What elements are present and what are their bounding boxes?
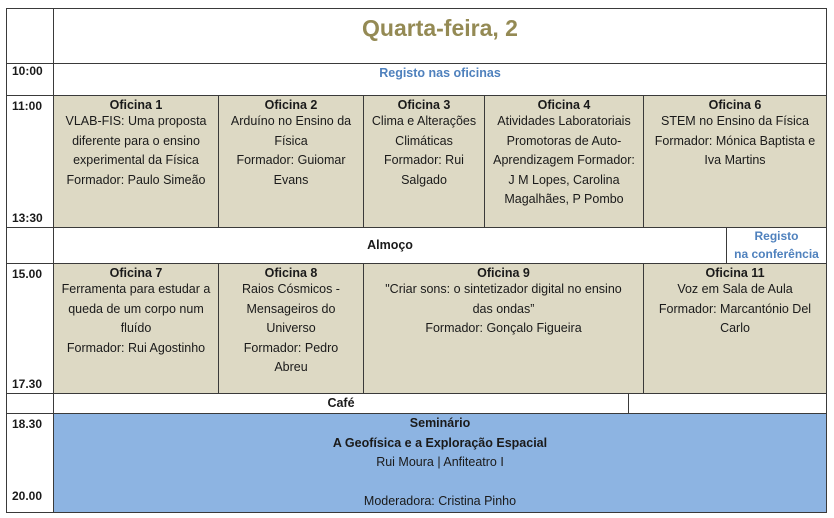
oficina-1-cell: Oficina 1 VLAB-FIS: Uma proposta diferen… <box>53 95 219 228</box>
time-1730: 17.30 <box>12 377 43 391</box>
time-1100: 11:00 <box>12 99 43 113</box>
oficina-11-line-2: Formador: Marcantónio Del <box>658 301 812 316</box>
oficina-3-title: Oficina 3 <box>397 98 451 112</box>
registo-oficinas: Registo nas oficinas <box>379 66 501 80</box>
time-cell-title <box>6 8 54 64</box>
oficina-4-line-1: Atividades Laboratoriais <box>497 114 631 128</box>
time-cell-seminario: 18.30 20.00 <box>6 413 54 513</box>
oficina-7-cell: Oficina 7 Ferramenta para estudar a qued… <box>53 263 219 394</box>
time-2000: 20.00 <box>12 489 43 503</box>
oficina-9-line-2: das ondas” <box>472 301 535 316</box>
seminario-cell: Seminário A Geofísica e a Exploração Esp… <box>53 413 827 513</box>
oficina-9-title: Oficina 9 <box>477 266 530 280</box>
oficina-6-line-3: Iva Martins <box>704 153 766 167</box>
time-cell-afternoon: 15.00 17.30 <box>6 263 54 394</box>
oficina-8-line-3: Universo <box>266 321 316 335</box>
oficina-3-cell: Oficina 3 Clima e Alterações Climáticas … <box>363 95 485 228</box>
oficina-2-line-3: Formador: Guiomar <box>236 153 346 167</box>
oficina-2-line-4: Evans <box>273 172 309 187</box>
oficina-11-line-3: Carlo <box>720 321 750 335</box>
time-cell-morning: 11:00 13:30 <box>6 95 54 228</box>
oficina-8-line-1: Raios Cósmicos - <box>242 282 340 296</box>
oficina-9-line-3: Formador: Gonçalo Figueira <box>425 321 582 335</box>
seminario-speaker: Rui Moura | Anfiteatro I <box>376 455 504 469</box>
oficina-7-line-2: queda de um corpo num <box>68 301 204 316</box>
oficina-4-line-3: Aprendizagem Formador: <box>493 153 635 167</box>
title-cell: Quarta-feira, 2 <box>53 8 827 64</box>
oficina-3-line-2: Climáticas <box>395 133 453 148</box>
cafe-cell: Café <box>53 393 629 414</box>
day-title: Quarta-feira, 2 <box>362 15 518 41</box>
oficina-4-cell: Oficina 4 Atividades Laboratoriais Promo… <box>484 95 644 228</box>
oficina-4-line-5: Magalhães, P Pombo <box>504 192 624 206</box>
oficina-1-title: Oficina 1 <box>109 98 163 112</box>
almoco-label: Almoço <box>367 238 413 252</box>
registo-conferencia-cell: Registo na conferência <box>726 227 827 264</box>
registo-conferencia-line-2: na conferência <box>734 247 819 261</box>
oficina-6-line-2: Formador: Mónica Baptista e <box>654 133 816 148</box>
oficina-6-line-1: STEM no Ensino da Física <box>661 114 809 128</box>
oficina-4-title: Oficina 4 <box>537 98 591 112</box>
time-cell-almoco <box>6 227 54 264</box>
time-1330: 13:30 <box>12 211 43 225</box>
oficina-7-line-3: fluído <box>120 321 152 335</box>
oficina-11-cell: Oficina 11 Voz em Sala de Aula Formador:… <box>643 263 827 394</box>
oficina-2-cell: Oficina 2 Arduíno no Ensino da Física Fo… <box>218 95 364 228</box>
oficina-2-line-2: Física <box>274 133 308 148</box>
oficina-7-line-1: Ferramenta para estudar a <box>61 282 211 296</box>
oficina-6-title: Oficina 6 <box>708 98 762 112</box>
cafe-label: Café <box>327 396 355 410</box>
oficina-8-line-4: Formador: Pedro <box>243 340 339 355</box>
oficina-8-line-2: Mensageiros do <box>246 301 336 316</box>
time-cell-cafe <box>6 393 54 414</box>
oficina-3-line-1: Clima e Alterações <box>371 114 477 128</box>
oficina-9-line-1: "Criar sons: o sintetizador digital no e… <box>385 282 622 296</box>
almoco-cell: Almoço <box>53 227 727 264</box>
time-1830: 18.30 <box>12 417 43 431</box>
time-cell-1000: 10:00 <box>6 63 54 96</box>
cafe-empty-cell <box>628 393 827 414</box>
oficina-9-cell: Oficina 9 "Criar sons: o sintetizador di… <box>363 263 644 394</box>
oficina-8-line-5: Abreu <box>274 360 308 374</box>
oficina-2-line-1: Arduíno no Ensino da <box>230 114 352 128</box>
oficina-8-title: Oficina 8 <box>264 266 318 280</box>
oficina-1-line-1: VLAB-FIS: Uma proposta <box>65 114 207 128</box>
seminario-label: Seminário <box>409 416 471 430</box>
oficina-8-cell: Oficina 8 Raios Cósmicos - Mensageiros d… <box>218 263 364 394</box>
oficina-7-line-4: Formador: Rui Agostinho <box>66 340 206 355</box>
oficina-4-line-2: Promotoras de Auto- <box>506 133 622 148</box>
oficina-11-title: Oficina 11 <box>705 266 765 280</box>
oficina-2-title: Oficina 2 <box>264 98 318 112</box>
oficina-4-line-4: J M Lopes, Carolina <box>508 172 620 187</box>
seminario-title: A Geofísica e a Exploração Espacial <box>332 435 548 450</box>
oficina-3-line-4: Salgado <box>401 172 447 187</box>
time-1000: 10:00 <box>12 64 43 78</box>
oficina-3-line-3: Formador: Rui <box>384 153 464 167</box>
oficina-7-title: Oficina 7 <box>109 266 163 280</box>
oficina-6-cell: Oficina 6 STEM no Ensino da Física Forma… <box>643 95 827 228</box>
oficina-1-line-3: experimental da Física <box>73 153 199 167</box>
seminario-moderator: Moderadora: Cristina Pinho <box>363 493 517 508</box>
oficina-1-line-2: diferente para o ensino <box>72 133 200 148</box>
registo-oficinas-cell: Registo nas oficinas <box>53 63 827 96</box>
registo-conferencia-line-1: Registo <box>754 229 799 243</box>
oficina-11-line-1: Voz em Sala de Aula <box>677 282 793 296</box>
oficina-1-line-4: Formador: Paulo Simeão <box>66 172 206 187</box>
time-1500: 15.00 <box>12 267 43 281</box>
